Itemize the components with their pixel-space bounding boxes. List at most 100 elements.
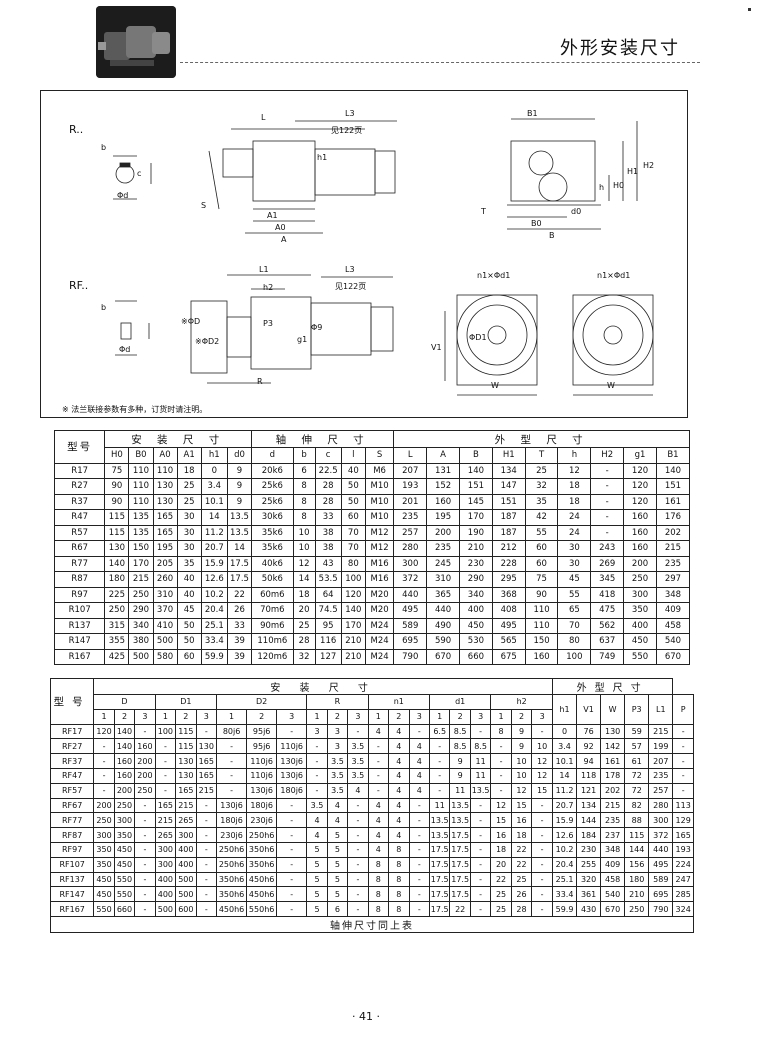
- table-cell: 18: [557, 478, 592, 495]
- table-cell: 670: [655, 648, 691, 665]
- table-cell: 265: [154, 827, 177, 843]
- header-divider: [180, 62, 700, 63]
- table-cell: -: [408, 841, 430, 858]
- table1-shaft-header: 轴 伸 尺 寸: [251, 430, 395, 448]
- table-cell: -: [134, 886, 156, 903]
- table2-subcolumn-number: 2: [388, 708, 410, 725]
- table-cell: 8: [490, 723, 512, 740]
- drawing-dimension-label: A0: [275, 223, 286, 232]
- page-number: · 41 ·: [352, 1010, 380, 1023]
- table-cell: 418: [590, 586, 625, 603]
- drawing-dimension-label: H2: [643, 161, 655, 170]
- table2-subcolumn-number: 1: [93, 708, 115, 725]
- table-cell: 59.9: [200, 648, 228, 665]
- table-cell: 45: [176, 602, 202, 619]
- table-cell: 400: [175, 856, 197, 873]
- table-cell: 110: [128, 462, 154, 479]
- model-cell: RF147: [49, 886, 95, 903]
- table-cell: -: [469, 871, 492, 888]
- table-cell: -: [490, 767, 512, 784]
- table-cell: 8: [388, 841, 410, 858]
- table2-subcolumn-number: 2: [510, 708, 533, 725]
- table-cell: 25k6: [251, 493, 294, 510]
- table-cell: 13.5: [226, 524, 253, 541]
- table-cell: 350: [113, 827, 136, 843]
- model-cell: R67: [53, 540, 106, 557]
- table-cell: 18: [490, 841, 512, 858]
- table-cell: -: [672, 753, 694, 769]
- table-cell: 160: [426, 493, 460, 510]
- table-cell: 80: [340, 555, 366, 572]
- table1-column-header: B: [458, 447, 493, 464]
- table-cell: -: [347, 812, 369, 829]
- table-cell: 500: [175, 886, 197, 903]
- table-cell: 4: [408, 753, 430, 769]
- table-cell: 94: [576, 753, 602, 769]
- table1-column-header: S: [364, 447, 395, 464]
- table-cell: 50: [176, 633, 202, 650]
- table-cell: -: [408, 856, 430, 873]
- table-cell: 3.4: [200, 478, 228, 495]
- table2-subcolumn-number: 3: [134, 708, 156, 725]
- table-cell: 4: [408, 738, 430, 755]
- table-cell: 550: [623, 648, 657, 665]
- table-cell: 180j6: [216, 812, 248, 829]
- table-cell: 6: [326, 901, 349, 917]
- table-cell: -: [276, 797, 308, 814]
- table-cell: 250: [104, 602, 130, 619]
- table-cell: 90: [104, 493, 130, 510]
- table-cell: 400: [154, 871, 177, 888]
- model-cell: RF47: [49, 767, 95, 784]
- model-cell: RF67: [49, 797, 95, 814]
- table-cell: 250h6: [216, 841, 248, 858]
- table2-group-header: 型号 安 装 尺 寸 外型尺寸: [49, 678, 694, 725]
- table-cell: 135: [128, 524, 154, 541]
- drawing-dimension-label: b: [101, 143, 107, 152]
- table-cell: 22: [490, 871, 512, 888]
- table-cell: 8: [388, 856, 410, 873]
- drawing-dimension-label: W: [491, 381, 499, 390]
- table-cell: -: [276, 901, 308, 917]
- drawing-dimension-label: S: [201, 201, 207, 210]
- table-cell: 5: [326, 827, 349, 843]
- drawing-dimension-label: h2: [263, 283, 274, 292]
- table-cell: -: [134, 901, 156, 917]
- table-cell: 12: [292, 555, 316, 572]
- table-cell: 26: [510, 886, 533, 903]
- table-cell: -: [672, 723, 694, 740]
- table-cell: 368: [491, 586, 526, 603]
- table-cell: 5: [326, 856, 349, 873]
- table-cell: 749: [590, 648, 625, 665]
- table-cell: 215: [600, 797, 626, 814]
- table2-single-header: h1: [551, 694, 578, 725]
- table-cell: 310: [426, 571, 460, 588]
- drawing-dimension-label: L3: [345, 109, 355, 118]
- table-cell: 3.5: [326, 753, 349, 769]
- table-cell: 20.4: [200, 602, 228, 619]
- table-cell: -: [408, 723, 430, 740]
- table-cell: 450h6: [216, 901, 248, 917]
- drawing-model-label: RF..: [69, 279, 89, 292]
- table-cell: 10: [292, 524, 316, 541]
- table-cell: 30: [176, 540, 202, 557]
- table-cell: 30: [557, 540, 592, 557]
- table-cell: 235: [648, 767, 674, 784]
- table-cell: 17.5: [449, 841, 471, 858]
- table-cell: 550: [93, 901, 115, 917]
- table-cell: 17.5: [449, 827, 471, 843]
- table-cell: 193: [393, 478, 428, 495]
- table-cell: 151: [655, 478, 691, 495]
- table-cell: 5: [306, 871, 328, 888]
- table-cell: -: [276, 812, 308, 829]
- table-cell: 24: [557, 509, 592, 526]
- table-cell: 790: [648, 901, 674, 917]
- table-cell: -: [531, 886, 553, 903]
- table1-column-header: h: [557, 447, 592, 464]
- table2-subcolumn-number: 1: [490, 708, 512, 725]
- table2-subcolumn-number: 3: [195, 708, 218, 725]
- table-cell: -: [531, 797, 553, 814]
- table-cell: 75: [104, 462, 130, 479]
- drawing-dimension-label: g1: [297, 335, 308, 344]
- table-cell: -: [408, 827, 430, 843]
